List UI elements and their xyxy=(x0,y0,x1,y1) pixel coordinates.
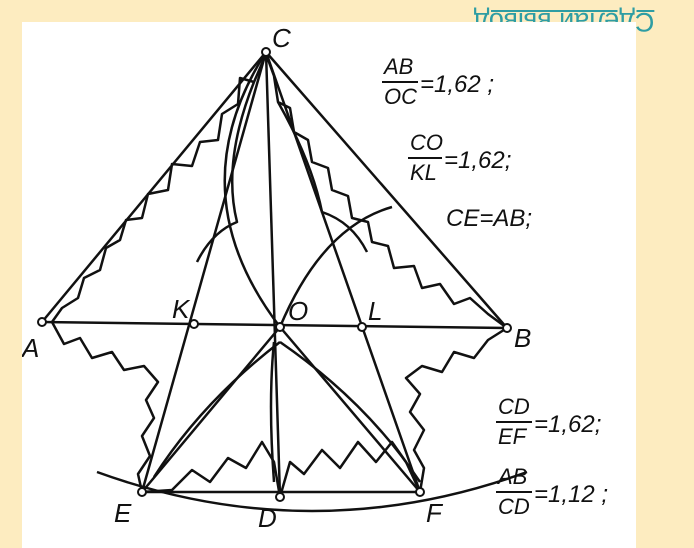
line-CE xyxy=(140,51,268,493)
leaf-inner-right xyxy=(276,101,369,253)
formula-1-value: =1,62 ; xyxy=(420,71,494,98)
formula-4-value: =1,62; xyxy=(534,411,601,438)
label-L: L xyxy=(368,296,382,326)
label-A: A xyxy=(22,333,39,363)
formula-ce-ab: CE=AB; xyxy=(446,205,532,232)
formula-ab-oc: AB OC =1,62 ; xyxy=(382,54,494,109)
formula-1-numerator: AB xyxy=(382,54,413,79)
point-E-marker xyxy=(137,487,147,497)
formula-5-value: =1,12 ; xyxy=(534,481,608,508)
formula-4-numerator: CD xyxy=(498,394,530,419)
point-K-marker xyxy=(189,319,199,329)
label-E: E xyxy=(114,498,132,528)
line-CD xyxy=(264,51,282,498)
line-CB xyxy=(265,51,508,329)
label-O: O xyxy=(288,296,308,326)
line-CF xyxy=(264,51,422,493)
leaf-diagram: C A B K O L E D F AB OC =1,62 ; CO KL =1… xyxy=(22,23,608,533)
formula-1-denominator: OC xyxy=(384,84,417,109)
point-A-marker xyxy=(37,317,47,327)
point-B-marker xyxy=(502,323,512,333)
formula-4-denominator: EF xyxy=(498,424,528,449)
leaf-inner-left xyxy=(195,81,256,263)
leaf-center-vein xyxy=(269,341,276,483)
formula-co-kl: CO KL =1,62; xyxy=(408,130,511,185)
point-D-marker xyxy=(275,492,285,502)
leaf-outline xyxy=(50,52,509,499)
arc-right-upper xyxy=(278,205,393,328)
line-AC xyxy=(41,51,267,323)
point-L-marker xyxy=(357,322,367,332)
point-C-marker xyxy=(261,47,271,57)
formula-2-value: =1,62; xyxy=(444,147,511,174)
formula-5-numerator: AB xyxy=(496,464,527,489)
label-C: C xyxy=(272,23,291,53)
line-EO xyxy=(141,326,281,493)
formula-2-denominator: KL xyxy=(410,160,437,185)
label-F: F xyxy=(426,498,444,528)
leaf-proportion-figure: C A B K O L E D F AB OC =1,62 ; CO KL =1… xyxy=(22,22,636,548)
formula-2-numerator: CO xyxy=(410,130,443,155)
formula-ab-cd: AB CD =1,12 ; xyxy=(496,464,608,519)
line-FO xyxy=(279,326,421,493)
formula-cd-ef: CD EF =1,62; xyxy=(496,394,601,449)
arc-right-lower xyxy=(279,340,422,483)
formula-5-denominator: CD xyxy=(498,494,530,519)
point-F-marker xyxy=(415,487,425,497)
arc-left-upper xyxy=(223,51,281,328)
label-B: B xyxy=(514,323,531,353)
point-O-marker xyxy=(275,322,285,332)
label-K: K xyxy=(172,294,191,324)
label-D: D xyxy=(258,503,277,533)
arc-left-lower xyxy=(152,341,281,478)
